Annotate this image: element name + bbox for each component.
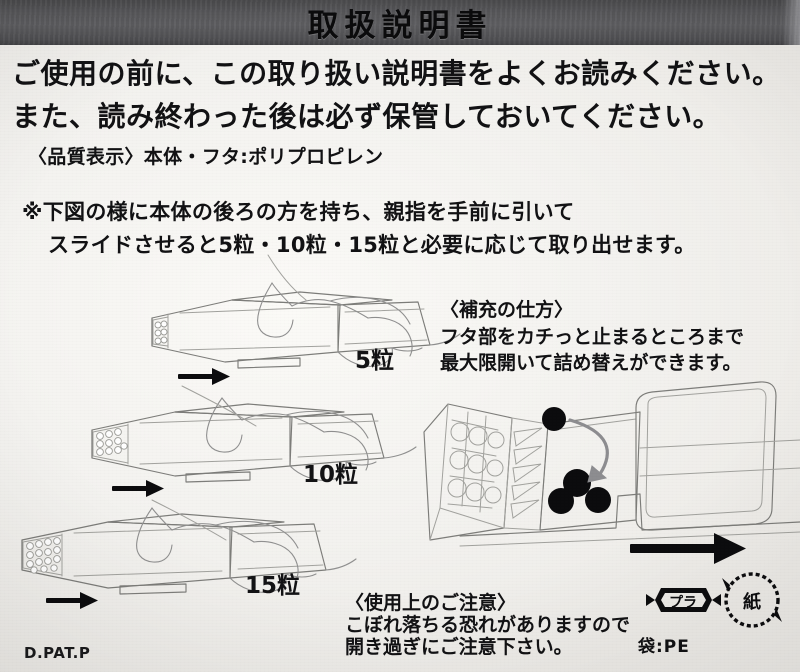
dispense-illustration-step-1 bbox=[151, 282, 461, 385]
dispense-illustration-step-3 bbox=[21, 507, 357, 609]
paper-recycling-icon: 紙 bbox=[722, 572, 782, 628]
pellet-falling bbox=[542, 407, 566, 431]
dispense-count-label-15: 15粒 bbox=[245, 573, 301, 599]
refill-heading: 〈補充の仕方〉 bbox=[440, 299, 574, 321]
pellet-window-5 bbox=[152, 316, 169, 347]
pellet-window-15 bbox=[22, 534, 63, 576]
page-title: 取扱説明書 bbox=[307, 8, 493, 44]
refill-line-2: 最大限開いて詰め替えができます。 bbox=[440, 352, 742, 374]
lead-text-line-2: また、読み終わった後は必ず保管しておいてください。 bbox=[12, 100, 722, 133]
bag-material-label: 袋:PE bbox=[638, 637, 690, 657]
slide-arrow-refill bbox=[630, 533, 746, 564]
svg-text:紙: 紙 bbox=[743, 591, 761, 613]
slide-arrow-1 bbox=[178, 368, 230, 385]
patent-mark: D.PAT.P bbox=[24, 644, 91, 662]
usage-note-line-2: スライドさせると5粒・10粒・15粒と必要に応じて取り出せます。 bbox=[48, 233, 696, 257]
pellet-3 bbox=[585, 487, 611, 513]
caution-heading: 〈使用上のご注意〉 bbox=[345, 592, 517, 614]
comb-teeth bbox=[503, 417, 549, 531]
slide-arrow-3 bbox=[46, 592, 98, 609]
caution-line-1: こぼれ落ちる恐れがありますので bbox=[345, 614, 631, 636]
leader-line-3 bbox=[151, 499, 227, 541]
dispense-illustration-step-2 bbox=[91, 397, 417, 497]
lead-text-line-1: ご使用の前に、この取り扱い説明書をよくお読みください。 bbox=[12, 57, 781, 90]
caution-line-2: 開き過ぎにご注意下さい。 bbox=[345, 636, 573, 658]
dispense-count-label-5: 5粒 bbox=[355, 348, 395, 374]
usage-note-line-1: ※下図の様に本体の後ろの方を持ち、親指を手前に引いて bbox=[22, 200, 575, 224]
recycling-marks: プラ 紙 bbox=[646, 572, 782, 628]
pellet-window-10 bbox=[92, 424, 129, 464]
leader-line-2 bbox=[181, 385, 257, 427]
pellet-2 bbox=[548, 488, 574, 514]
hand-illustration-3 bbox=[136, 507, 357, 593]
leader-line-1 bbox=[267, 254, 307, 301]
egg-crate-cells bbox=[447, 411, 505, 513]
title-band bbox=[0, 0, 800, 45]
hand-illustration-2 bbox=[206, 397, 417, 481]
refill-illustration bbox=[423, 381, 800, 564]
dispense-count-label-10: 10粒 bbox=[303, 462, 359, 488]
slide-arrow-2 bbox=[112, 480, 164, 497]
refill-direction-arrow bbox=[568, 418, 609, 483]
hand-illustration-1 bbox=[257, 282, 461, 367]
pellet-1 bbox=[563, 469, 591, 497]
refill-line-1: フタ部をカチっと止まるところまで bbox=[440, 326, 745, 348]
quality-label: 〈品質表示〉本体・フタ:ポリプロピレン bbox=[28, 146, 384, 168]
svg-text:プラ: プラ bbox=[669, 595, 697, 611]
plastic-recycling-icon: プラ bbox=[646, 588, 721, 612]
